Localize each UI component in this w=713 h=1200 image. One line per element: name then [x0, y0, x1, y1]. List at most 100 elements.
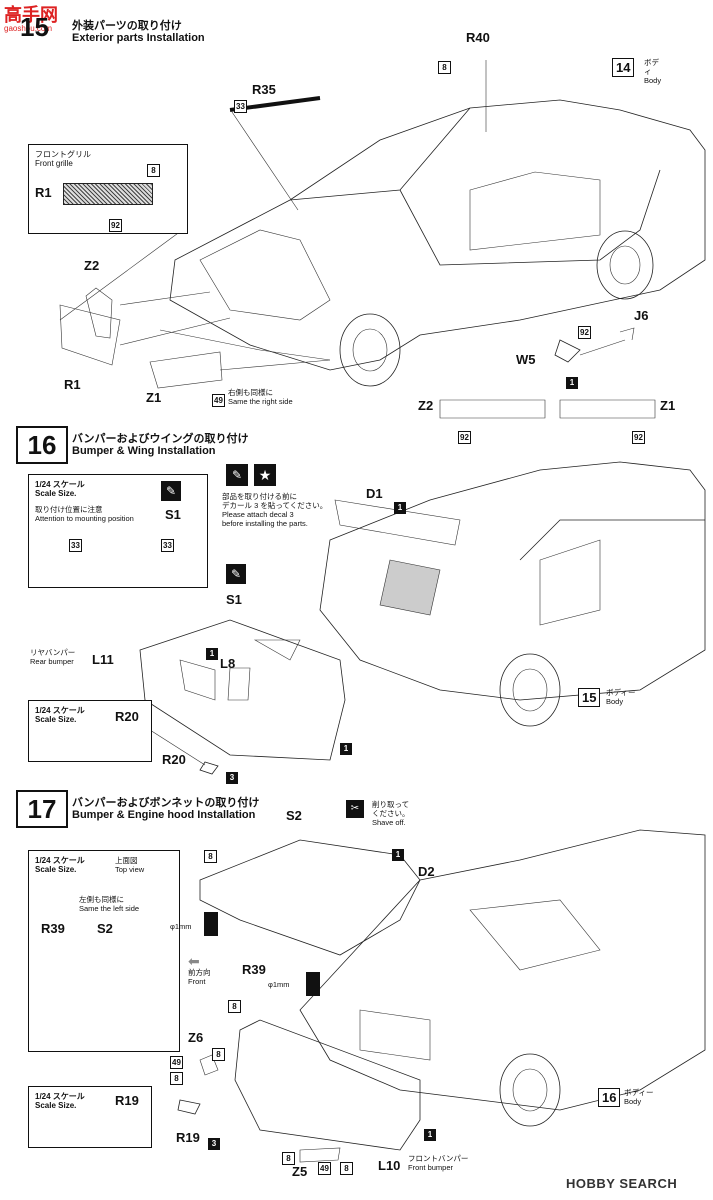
same-right-jp: 右側も同様に — [228, 388, 273, 397]
part-z6: Z6 — [188, 1030, 204, 1045]
shave-en: Shave off. — [372, 818, 406, 827]
paint-33-r35: 33 — [234, 96, 247, 114]
star-icon: ★ — [254, 464, 276, 486]
body15-jp: ボディー — [606, 688, 636, 697]
top-view-jp: 上面図 — [115, 856, 138, 865]
step-17-title-jp: バンパーおよびボンネットの取り付け — [72, 797, 260, 809]
paint-92-grille: 92 — [109, 215, 122, 233]
paint-49-z6: 49 — [170, 1052, 183, 1070]
paint-1-l10: 1 — [424, 1124, 436, 1142]
part-z1-bottom: Z1 — [660, 398, 676, 413]
paint-8-s2: 8 — [204, 846, 217, 864]
step-16-title-en: Bumper & Wing Installation — [72, 445, 216, 457]
wrench-icon: ✎ — [161, 481, 181, 501]
part-j6: J6 — [634, 308, 649, 323]
shave-icon: ✂ — [346, 800, 364, 818]
shave-jp2: ください。 — [372, 809, 410, 818]
scale4-en: Scale Size. — [35, 1101, 77, 1111]
front-direction: ⬅ 前方向 Front — [188, 954, 211, 986]
part-r1: R1 — [64, 377, 81, 392]
body-label-jp: ボディ — [644, 58, 659, 76]
drill-1: φ1mm — [170, 922, 192, 931]
part-r20: R20 — [162, 752, 186, 767]
part-s2: S2 — [286, 808, 302, 823]
step-15-title-en: Exterior parts Installation — [72, 32, 205, 44]
shave-jp1: 削り取って — [372, 800, 410, 809]
front-bumper-label: フロントバンパー Front bumper — [408, 1154, 468, 1172]
drill-2: φ1mm — [268, 980, 290, 989]
rear-bumper-jp: リヤバンパー — [30, 648, 76, 657]
body16-en: Body — [624, 1097, 642, 1106]
scale4-jp: 1/24 スケール — [35, 1092, 85, 1101]
step-16-number: 16 — [16, 426, 68, 464]
same-left-jp: 左側も同様に — [79, 895, 124, 904]
paint-49-z5: 49 — [318, 1158, 331, 1176]
decal-en2: before installing the parts. — [222, 519, 308, 528]
body-number-16: 16 — [598, 1088, 621, 1107]
same-right-en: Same the right side — [228, 397, 293, 406]
paint-49: 49 — [212, 394, 225, 407]
drill-icon-1 — [204, 912, 218, 936]
part-z5: Z5 — [292, 1164, 308, 1179]
decal-en1: Please attach decal 3 — [222, 510, 294, 519]
step-15-title-jp: 外装パーツの取り付け — [72, 20, 182, 32]
part-s2-panel: S2 — [97, 921, 113, 936]
part-d1: D1 — [366, 486, 383, 501]
body-label-en: Body — [644, 76, 662, 85]
step-17-title-en: Bumper & Engine hood Installation — [72, 809, 256, 821]
same-left-en: Same the left side — [79, 904, 140, 913]
front-grille-jp: フロントグリル — [35, 150, 91, 159]
part-z2-bottom: Z2 — [418, 398, 434, 413]
part-l8: L8 — [220, 656, 236, 671]
part-r1-panel: R1 — [35, 185, 52, 200]
step-17-scale-panel-2: 1/24 スケール Scale Size. R19 — [28, 1086, 152, 1148]
part-r39: R39 — [242, 962, 266, 977]
body-number-15: 15 — [578, 688, 601, 707]
grille-mesh — [63, 183, 153, 205]
part-r20-panel: R20 — [115, 709, 139, 724]
step-15-number: 15 — [20, 12, 49, 42]
paint-3-r19: 3 — [208, 1133, 220, 1151]
paint-92-mirror: 92 — [578, 322, 591, 340]
rear-bumper-label: リヤバンパー Rear bumper — [30, 648, 75, 666]
watermark-url: gaoshou.com — [4, 24, 53, 33]
part-w5: W5 — [516, 352, 536, 367]
front-jp: 前方向 — [188, 968, 211, 977]
part-d2: D2 — [418, 864, 435, 879]
front-en: Front — [188, 977, 206, 986]
paint-1-s1: 1 — [206, 643, 218, 661]
part-s1: S1 — [226, 592, 242, 607]
paint-33-right: 33 — [161, 535, 174, 553]
paint-1-d1: 1 — [394, 497, 406, 515]
step-16-scale-panel: 1/24 スケール Scale Size. 取り付け位置に注意 Attentio… — [28, 474, 208, 588]
front-bumper-jp: フロントバンパー — [408, 1154, 469, 1163]
paint-8-z5b: 8 — [340, 1158, 353, 1176]
scale3-en: Scale Size. — [35, 865, 77, 875]
paint-8-r39: 8 — [228, 996, 241, 1014]
body16-jp: ボディー — [624, 1088, 654, 1097]
front-bumper-en: Front bumper — [408, 1163, 454, 1172]
paint-33-left: 33 — [69, 535, 82, 553]
part-z1: Z1 — [146, 390, 162, 405]
part-l11: L11 — [92, 652, 114, 667]
step-17-body-label: 16 ボディー Body — [598, 1088, 653, 1107]
part-r39-panel: R39 — [41, 921, 65, 936]
part-s1-panel: S1 — [165, 507, 181, 522]
step-16-scale-panel-2: 1/24 スケール Scale Size. R20 — [28, 700, 152, 762]
step-15-body-label: 14 ボディ Body — [612, 58, 661, 85]
watermark-site: 高手网 — [4, 5, 58, 25]
decal-jp1: 部品を取り付ける前に — [222, 492, 297, 501]
arrow-left-icon: ⬅ — [188, 953, 200, 969]
paint-3-r20: 3 — [226, 767, 238, 785]
scale-en: Scale Size. — [35, 489, 77, 499]
front-grille-panel: フロントグリル Front grille R1 8 92 — [28, 144, 188, 234]
wrench-icon-2: ✎ — [226, 464, 248, 486]
paint-8-grille: 8 — [147, 160, 160, 178]
paint-92-z2: 92 — [458, 427, 471, 445]
scale-jp: 1/24 スケール — [35, 480, 85, 489]
body15-en: Body — [606, 697, 624, 706]
scale2-en: Scale Size. — [35, 715, 77, 725]
paint-8-z5: 8 — [282, 1148, 295, 1166]
part-z2: Z2 — [84, 258, 100, 273]
paint-8-z6: 8 — [212, 1044, 225, 1062]
